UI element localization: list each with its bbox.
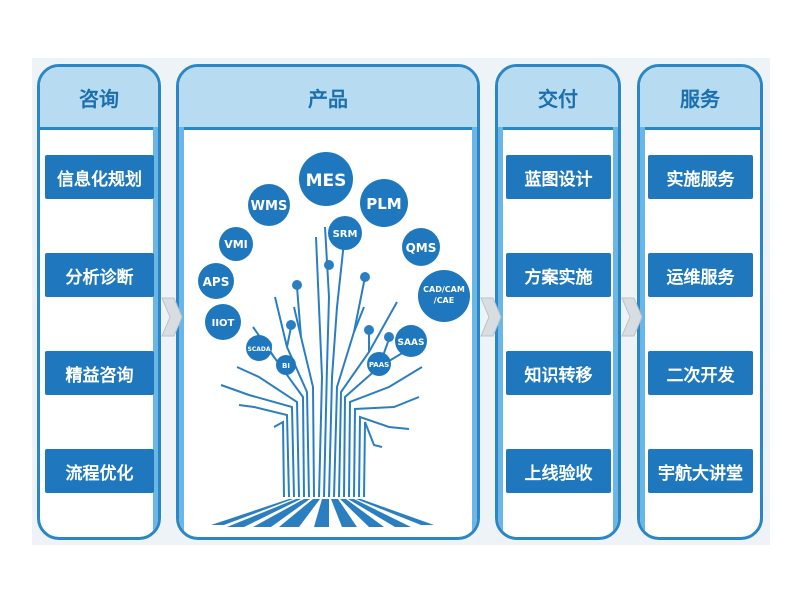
node-plm: PLM [360, 179, 408, 227]
node-scada: SCADA [246, 335, 272, 361]
delivery-item-implementation: 方案实施 [506, 253, 611, 297]
node-saas: SAAS [395, 325, 427, 357]
column-products: 产品 [176, 64, 480, 540]
svg-text:IIOT: IIOT [212, 318, 235, 329]
node-iiot: IIOT [205, 304, 241, 340]
tree-branches [220, 226, 423, 498]
service-item-development: 二次开发 [648, 351, 753, 395]
delivery-item-golive: 上线验收 [506, 449, 611, 493]
consulting-item-process: 流程优化 [45, 449, 154, 493]
node-wms: WMS [248, 184, 290, 226]
node-qms: QMS [402, 228, 440, 266]
svg-text:PLM: PLM [366, 195, 401, 213]
svg-text:CAD/CAM: CAD/CAM [423, 285, 465, 294]
consulting-item-planning: 信息化规划 [45, 155, 154, 199]
svg-text:SRM: SRM [333, 229, 358, 240]
svg-text:APS: APS [203, 275, 230, 289]
side-bar [498, 127, 503, 537]
svg-text:BI: BI [282, 362, 290, 370]
node-aps: APS [198, 263, 234, 299]
svg-text:PAAS: PAAS [369, 361, 389, 369]
service-item-lecture: 宇航大讲堂 [648, 449, 753, 493]
svg-text:QMS: QMS [406, 241, 437, 255]
svg-text:VMI: VMI [224, 238, 248, 251]
column-delivery: 交付 蓝图设计 方案实施 知识转移 上线验收 [495, 64, 621, 540]
column-consulting: 咨询 信息化规划 分析诊断 精益咨询 流程优化 [37, 64, 161, 540]
side-bar [472, 127, 477, 537]
delivery-item-blueprint: 蓝图设计 [506, 155, 611, 199]
side-bar [153, 127, 158, 537]
arrow-right-icon [621, 297, 643, 337]
tree-base [211, 499, 434, 527]
column-service-title: 服务 [640, 67, 760, 130]
svg-text:SCADA: SCADA [248, 346, 271, 353]
node-vmi: VMI [219, 227, 253, 261]
svg-text:/CAE: /CAE [434, 296, 454, 305]
column-service: 服务 实施服务 运维服务 二次开发 宇航大讲堂 [637, 64, 763, 540]
consulting-item-lean: 精益咨询 [45, 351, 154, 395]
consulting-item-diagnosis: 分析诊断 [45, 253, 154, 297]
node-mes: MES [299, 152, 353, 206]
column-consulting-title: 咨询 [40, 67, 158, 130]
node-bi: BI [276, 355, 296, 375]
column-products-title: 产品 [179, 67, 477, 130]
side-bar [179, 127, 184, 537]
product-tree: MES WMS PLM SRM VMI QMS APS CAD/CAM [198, 152, 470, 527]
node-cad: CAD/CAM /CAE [418, 270, 470, 322]
svg-text:SAAS: SAAS [398, 338, 425, 348]
svg-text:MES: MES [306, 171, 347, 191]
arrow-right-icon [161, 297, 183, 337]
arrow-right-icon [480, 297, 502, 337]
node-paas: PAAS [367, 352, 391, 376]
svg-text:WMS: WMS [251, 199, 288, 214]
side-bar [613, 127, 618, 537]
service-item-maintenance: 运维服务 [648, 253, 753, 297]
delivery-item-knowledge-transfer: 知识转移 [506, 351, 611, 395]
column-delivery-title: 交付 [498, 67, 618, 130]
node-srm: SRM [328, 216, 362, 250]
side-bar [640, 127, 645, 537]
service-item-implementation: 实施服务 [648, 155, 753, 199]
